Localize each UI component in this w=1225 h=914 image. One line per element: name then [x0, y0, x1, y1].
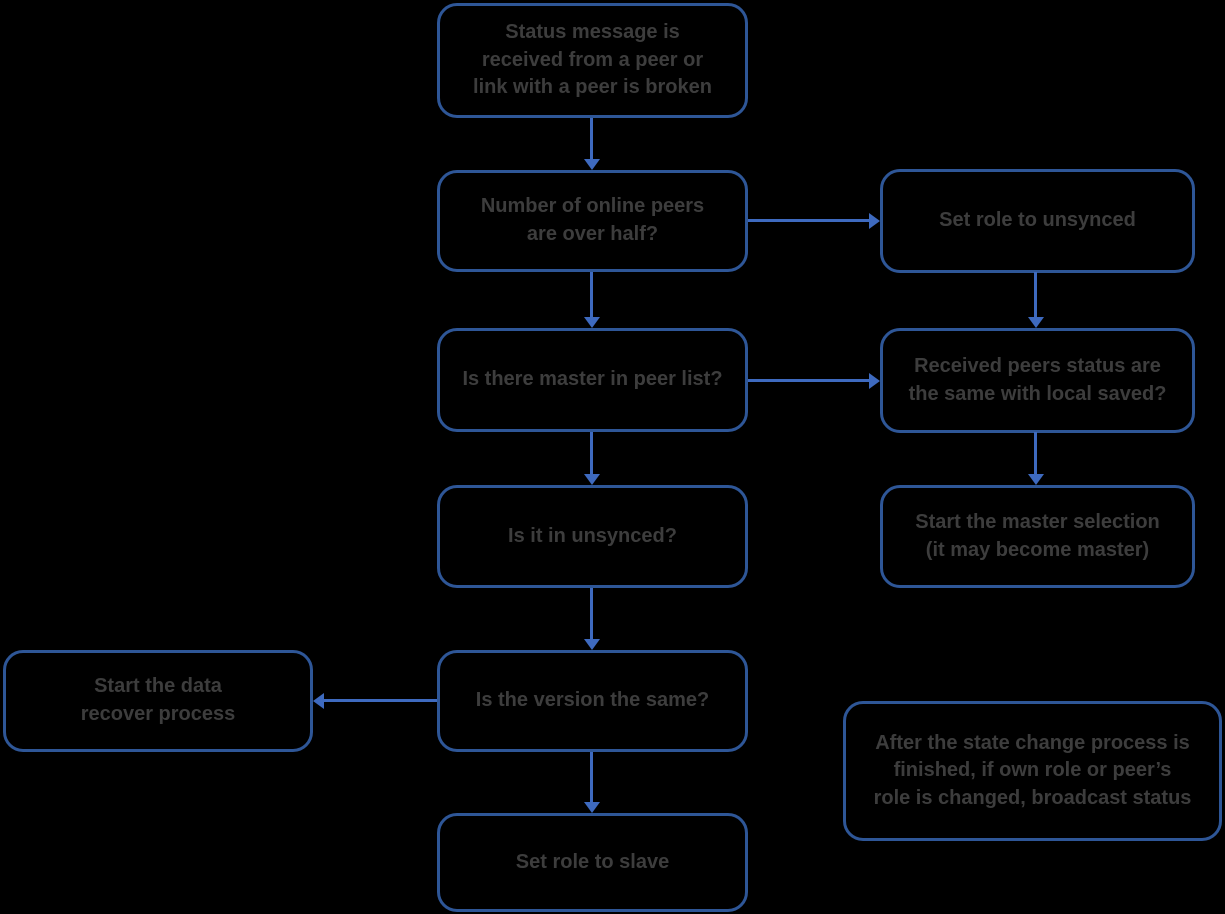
node-set-role-slave: Set role to slave — [437, 813, 748, 912]
node-master-in-peer-list: Is there master in peer list? — [437, 328, 748, 432]
node-broadcast-note: After the state change process is finish… — [843, 701, 1222, 841]
node-start-data-recover: Start the data recover process — [3, 650, 313, 752]
node-start-master-selection: Start the master selection (it may becom… — [880, 485, 1195, 588]
arrow-version-to-recover — [324, 699, 437, 702]
arrow-master-list-to-received — [748, 379, 869, 382]
node-status-received: Status message is received from a peer o… — [437, 3, 748, 118]
arrow-peers-to-master-list — [590, 272, 593, 317]
node-is-it-unsynced: Is it in unsynced? — [437, 485, 748, 588]
arrow-unsynced-q-to-version — [590, 588, 593, 639]
arrow-received-to-selection — [1034, 432, 1037, 474]
arrow-master-list-to-unsynced-q — [590, 432, 593, 474]
node-set-role-unsynced: Set role to unsynced — [880, 169, 1195, 273]
node-version-same: Is the version the same? — [437, 650, 748, 752]
arrow-peers-to-unsynced — [748, 219, 869, 222]
arrow-unsynced-to-received — [1034, 272, 1037, 317]
node-received-status-same: Received peers status are the same with … — [880, 328, 1195, 433]
arrow-status-to-peers — [590, 118, 593, 159]
node-peers-over-half: Number of online peers are over half? — [437, 170, 748, 272]
arrow-version-to-slave — [590, 752, 593, 802]
